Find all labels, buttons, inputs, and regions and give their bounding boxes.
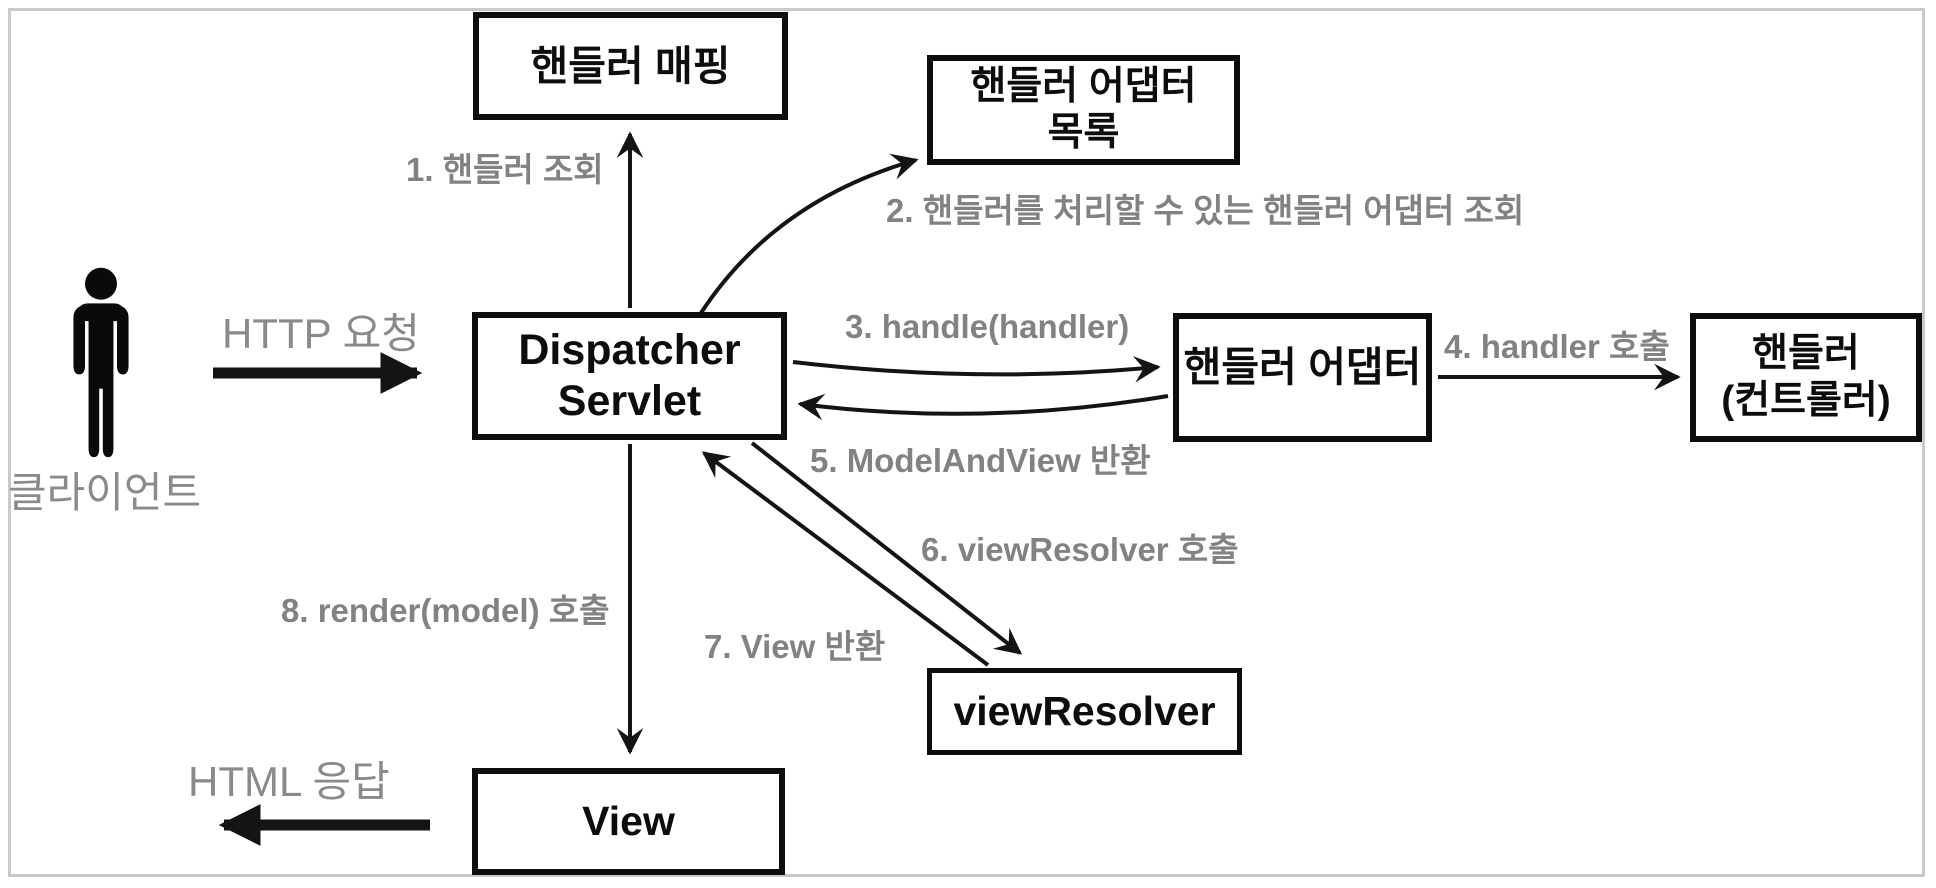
step1-label: 1. 핸들러 조회 — [406, 151, 604, 188]
box-view: View — [472, 768, 785, 875]
box-dispatcher-servlet-label: Dispatcher Servlet — [518, 326, 741, 425]
box-dispatcher-servlet: Dispatcher Servlet — [472, 312, 787, 440]
box-handler-mapping: 핸들러 매핑 — [473, 12, 788, 120]
box-handler-mapping-label: 핸들러 매핑 — [530, 42, 731, 89]
box-view-resolver: viewResolver — [927, 668, 1242, 755]
arrow-step5 — [797, 393, 1169, 421]
box-handler-adapter-label: 핸들러 어댑터 — [1183, 344, 1422, 390]
step4-label: 4. handler 호출 — [1444, 328, 1670, 365]
box-view-label: View — [582, 798, 675, 845]
step3-label: 3. handle(handler) — [845, 308, 1130, 345]
arrow-step6 — [750, 441, 1023, 655]
client-person-icon — [73, 267, 129, 458]
arrow-step2 — [699, 153, 919, 315]
step8-label: 8. render(model) 호출 — [281, 592, 610, 629]
box-handler-adapter-list: 핸들러 어댑터 목록 — [927, 55, 1240, 165]
html-response-label: HTML 응답 — [188, 758, 390, 805]
box-handler-adapter-list-label: 핸들러 어댑터 목록 — [970, 64, 1197, 154]
box-view-resolver-label: viewResolver — [953, 688, 1216, 735]
step7-label: 7. View 반환 — [704, 628, 886, 665]
box-handler-controller-label: 핸들러 (컨트롤러) — [1721, 332, 1891, 422]
step5-label: 5. ModelAndView 반환 — [810, 442, 1151, 479]
box-handler-adapter: 핸들러 어댑터 — [1173, 313, 1432, 442]
http-request-label: HTTP 요청 — [222, 310, 420, 357]
step6-label: 6. viewResolver 호출 — [921, 531, 1239, 568]
arrow-step3 — [792, 356, 1161, 383]
client-label: 클라이언트 — [8, 469, 202, 516]
arrow-step7 — [701, 451, 990, 667]
step2-label: 2. 핸들러를 처리할 수 있는 핸들러 어댑터 조회 — [886, 192, 1525, 229]
box-handler-controller: 핸들러 (컨트롤러) — [1690, 313, 1922, 442]
